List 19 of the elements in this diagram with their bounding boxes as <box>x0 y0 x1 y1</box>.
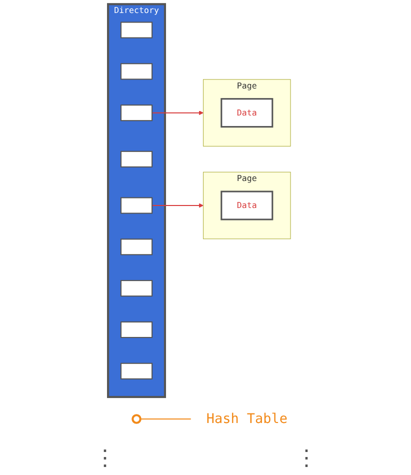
node-box: Data <box>220 98 274 128</box>
node-box <box>120 321 153 338</box>
cluster: Directory <box>107 3 166 398</box>
node-box <box>120 22 153 38</box>
node-box <box>120 104 153 122</box>
node-box <box>120 280 153 297</box>
node-box <box>120 63 153 80</box>
node-box <box>120 362 153 380</box>
node-text: Hash Table <box>206 410 288 427</box>
ellipsis-mark: ⋮ <box>94 445 116 471</box>
node-box <box>120 197 153 214</box>
arrow <box>152 203 204 208</box>
arrow <box>152 110 204 116</box>
ellipsis-mark: ⋮ <box>295 445 318 471</box>
node-circle <box>132 414 142 424</box>
node-box <box>120 150 153 168</box>
connector <box>140 418 191 420</box>
node-box <box>120 238 153 256</box>
node-box: Data <box>220 190 274 220</box>
